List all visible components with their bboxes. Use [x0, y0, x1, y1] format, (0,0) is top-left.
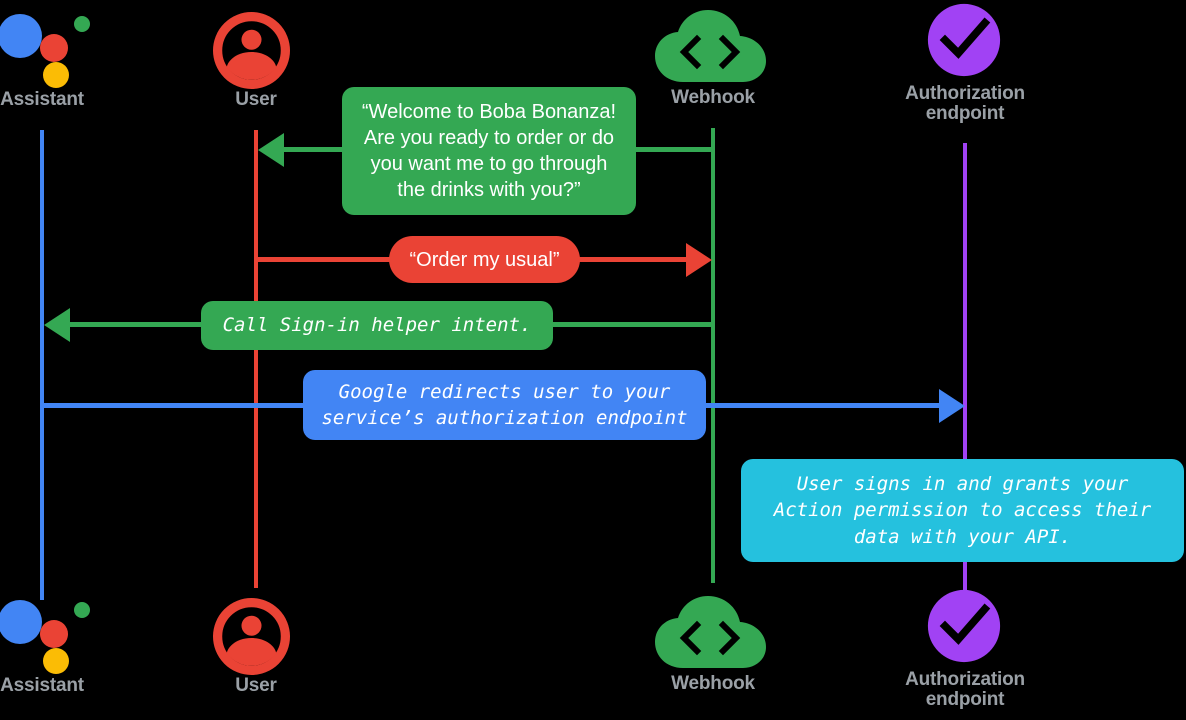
user-avatar-glyph	[213, 598, 290, 675]
assistant-dot-blue-icon	[0, 600, 42, 644]
actor-label-user-top: User	[235, 89, 277, 110]
message-bubble-welcome: “Welcome to Boba Bonanza! Are you ready …	[342, 87, 636, 215]
actor-label-authorization-endpoint-top: Authorization endpoint	[905, 83, 1025, 124]
actor-user-bottom: User	[156, 592, 356, 696]
cloud-code-glyph	[655, 10, 766, 82]
actor-authorization-endpoint-top: Authorization endpoint	[865, 0, 1065, 124]
purple-check-circle-icon	[865, 0, 1065, 84]
assistant-dot-blue-icon	[0, 14, 42, 58]
user-avatar-glyph	[213, 12, 290, 89]
lifeline-authorization-endpoint	[963, 143, 967, 595]
message-bubble-call-signin-helper: Call Sign-in helper intent.	[201, 301, 553, 350]
arrow-head-order-my-usual	[686, 243, 712, 277]
actor-label-webhook-top: Webhook	[671, 87, 755, 108]
arrow-head-google-redirect	[939, 389, 965, 423]
actor-assistant-top: Assistant	[0, 6, 142, 110]
assistant-dot-red-icon	[40, 34, 68, 62]
purple-check-circle-glyph	[927, 589, 1001, 663]
actor-webhook-bottom: Webhook	[613, 590, 813, 694]
purple-check-circle-icon-bottom	[865, 586, 1065, 670]
cloud-code-glyph	[655, 596, 766, 668]
lifeline-webhook	[711, 128, 715, 583]
arrow-head-call-signin-helper	[44, 308, 70, 342]
actor-label-webhook-bottom: Webhook	[671, 673, 755, 694]
assistant-dot-green-icon	[74, 16, 90, 32]
actor-label-assistant-top: Assistant	[0, 89, 84, 110]
actor-webhook-top: Webhook	[613, 4, 813, 108]
user-avatar-icon-bottom	[156, 592, 356, 676]
message-bubble-user-signs-in: User signs in and grants your Action per…	[741, 459, 1184, 562]
actor-label-assistant-bottom: Assistant	[0, 675, 84, 696]
assistant-dot-green-icon	[74, 602, 90, 618]
user-avatar-icon	[156, 6, 356, 90]
purple-check-circle-glyph	[927, 3, 1001, 77]
google-assistant-icon-bottom	[0, 592, 142, 676]
lifeline-user	[254, 130, 258, 588]
message-bubble-order-my-usual: “Order my usual”	[389, 236, 580, 283]
google-assistant-icon	[0, 6, 142, 90]
lifeline-assistant	[40, 130, 44, 600]
assistant-dot-yellow-icon	[43, 648, 69, 674]
actor-authorization-endpoint-bottom: Authorization endpoint	[865, 586, 1065, 710]
assistant-dot-red-icon	[40, 620, 68, 648]
message-bubble-google-redirect: Google redirects user to your service’s …	[303, 370, 706, 440]
cloud-code-icon-bottom	[613, 590, 813, 674]
arrow-head-welcome	[258, 133, 284, 167]
cloud-code-icon	[613, 4, 813, 88]
actor-assistant-bottom: Assistant	[0, 592, 142, 696]
actor-label-authorization-endpoint-bottom: Authorization endpoint	[905, 669, 1025, 710]
actor-user-top: User	[156, 6, 356, 110]
actor-label-user-bottom: User	[235, 675, 277, 696]
assistant-dot-yellow-icon	[43, 62, 69, 88]
